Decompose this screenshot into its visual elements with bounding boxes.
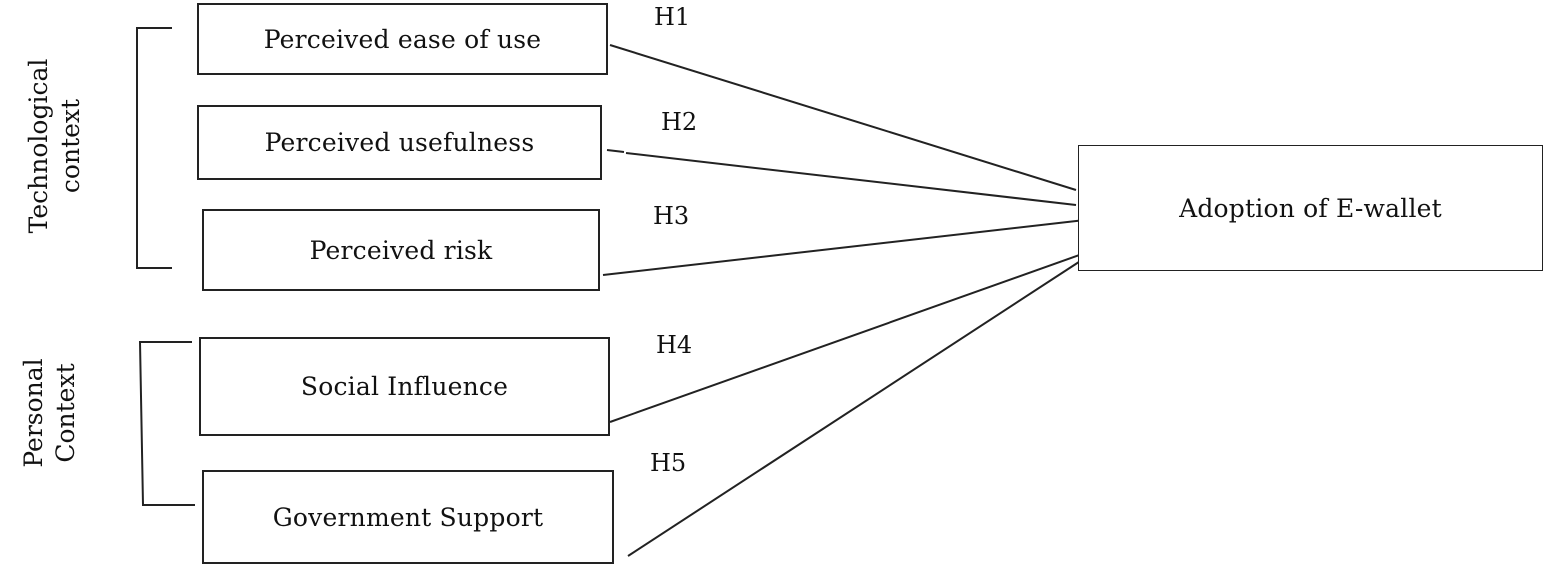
social-influence-box: Social Influence	[199, 337, 610, 436]
h1-label: H1	[654, 3, 691, 31]
h3-label: H3	[653, 202, 690, 230]
h1-path	[609, 44, 1077, 191]
personal-context-line2: Context	[51, 363, 80, 463]
technological-context-line2: context	[56, 98, 85, 194]
social-influence-label: Social Influence	[300, 372, 509, 401]
usefulness-label: Perceived usefulness	[264, 128, 535, 157]
h4-path	[609, 252, 1086, 423]
h3-path	[602, 219, 1086, 276]
personal-context-label: Personal Context	[18, 343, 82, 483]
technological-context-line1: Technological	[24, 58, 53, 234]
h4-label: H4	[656, 331, 693, 359]
technological-context-label: Technological context	[23, 46, 87, 246]
government-support-box: Government Support	[202, 470, 614, 564]
h2-label: H2	[661, 108, 698, 136]
h5-label: H5	[650, 449, 687, 477]
ease-of-use-box: Perceived ease of use	[197, 3, 608, 75]
adoption-box: Adoption of E-wallet	[1078, 145, 1543, 271]
technological-bracket	[136, 27, 172, 269]
ease-of-use-label: Perceived ease of use	[263, 24, 542, 54]
h2-stub	[606, 149, 625, 153]
usefulness-box: Perceived usefulness	[197, 105, 602, 180]
adoption-label: Adoption of E-wallet	[1179, 193, 1442, 223]
risk-label: Perceived risk	[309, 235, 493, 265]
personal-context-line1: Personal	[19, 358, 48, 468]
government-support-label: Government Support	[272, 502, 544, 532]
h2-path	[625, 152, 1077, 206]
risk-box: Perceived risk	[202, 209, 600, 291]
personal-bracket	[138, 341, 195, 506]
h5-path	[627, 257, 1086, 557]
